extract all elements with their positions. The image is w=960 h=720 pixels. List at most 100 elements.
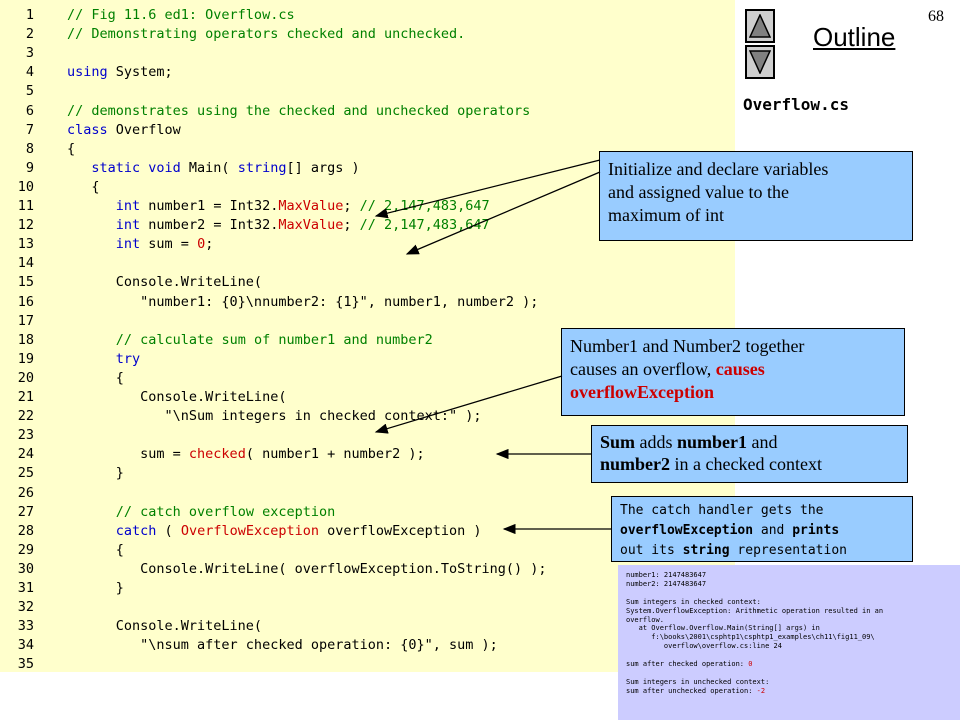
output-text: Sum integers in checked context: <box>626 597 761 606</box>
code-text: class Overflow <box>67 121 181 140</box>
code-text: using System; <box>67 63 173 82</box>
output-line: Sum integers in checked context: <box>626 598 761 607</box>
line-number: 7 <box>25 121 34 138</box>
up-arrow-icon <box>749 14 771 38</box>
line-number: 26 <box>17 484 34 501</box>
code-token: System; <box>107 64 173 81</box>
line-number: 4 <box>25 64 34 81</box>
line-number: 16 <box>17 293 34 310</box>
line-number: 28 <box>17 522 34 539</box>
output-line: at Overflow.Overflow.Main(String[] args)… <box>626 624 820 633</box>
code-text: // Demonstrating operators checked and u… <box>67 25 465 44</box>
code-token: { <box>67 541 124 558</box>
code-token: sum = <box>67 446 189 463</box>
code-token: static void <box>91 159 181 176</box>
callout-initialize-variables: Initialize and declare variables and ass… <box>599 151 913 241</box>
code-token: int <box>115 217 141 234</box>
code-text: Console.WriteLine( <box>67 273 262 292</box>
line-number: 33 <box>17 618 34 635</box>
code-text: // demonstrates using the checked and un… <box>67 102 530 121</box>
code-text: int sum = 0; <box>67 235 214 254</box>
output-text: overflow. <box>626 615 664 624</box>
code-token: ; <box>343 217 360 234</box>
output-value: -2 <box>756 686 766 695</box>
code-token: MaxValue <box>278 217 344 234</box>
code-text: { <box>67 369 124 388</box>
callout-text-line: Number1 and Number2 together <box>570 336 805 356</box>
code-token: using <box>67 64 108 81</box>
code-text: "\nSum integers in checked context:" ); <box>67 407 482 426</box>
arrow-to-number1 <box>374 159 601 219</box>
output-text: f:\books\2001\csphtp1\csphtp1_examples\c… <box>626 633 875 642</box>
output-line: number1: 2147483647 <box>626 571 706 580</box>
line-number: 18 <box>17 331 34 348</box>
code-token: Console.WriteLine( <box>67 274 263 291</box>
line-number: 30 <box>17 560 34 577</box>
line-number: 23 <box>17 427 34 444</box>
output-text: number2: 2147483647 <box>626 579 707 588</box>
callout-overflow: Number1 and Number2 together causes an o… <box>561 328 905 416</box>
output-text: sum after unchecked operation: <box>626 686 757 695</box>
line-number: 22 <box>17 408 34 425</box>
line-number: 13 <box>17 236 34 253</box>
code-token: } <box>67 580 124 596</box>
down-arrow-icon <box>749 50 771 74</box>
code-token: } <box>67 465 124 482</box>
line-number: 27 <box>17 503 34 520</box>
arrow-to-overflow-line <box>374 375 563 434</box>
code-token: { <box>67 369 124 386</box>
code-token: { <box>67 178 100 195</box>
code-token: class <box>67 121 108 138</box>
code-text: static void Main( string[] args ) <box>67 159 359 178</box>
line-number: 2 <box>25 26 34 43</box>
code-token: number1 = Int32. <box>140 198 279 214</box>
code-token: // 2,147,483,647 <box>359 198 490 214</box>
output-text: at Overflow.Overflow.Main(String[] args)… <box>626 624 820 633</box>
line-number: 12 <box>17 217 34 234</box>
code-text: { <box>67 140 75 159</box>
code-token: ( number1 + number2 ); <box>245 446 425 463</box>
callout-keyword: prints <box>792 523 840 538</box>
outline-link[interactable]: Outline <box>813 22 896 52</box>
code-text: sum = checked( number1 + number2 ); <box>67 445 425 464</box>
line-number: 6 <box>25 102 34 119</box>
code-token: { <box>67 140 76 157</box>
line-number: 5 <box>25 83 34 100</box>
callout-catch-handler: The catch handler gets the overflowExcep… <box>611 496 913 562</box>
output-line: number2: 2147483647 <box>626 580 706 589</box>
callout-text: in a checked context <box>670 454 822 474</box>
code-token: try <box>115 350 141 367</box>
code-token: Main( <box>180 159 238 176</box>
code-token: "number1: {0}\nnumber2: {1}", number1, n… <box>67 293 539 310</box>
line-number: 32 <box>17 599 34 616</box>
code-token: string <box>237 159 287 176</box>
code-token: // calculate sum of number1 and number2 <box>115 331 433 348</box>
code-text: // Fig 11.6 ed1: Overflow.cs <box>67 6 295 25</box>
next-slide-button[interactable] <box>745 45 775 79</box>
code-text: // catch overflow exception <box>67 503 335 522</box>
output-text: Sum integers in unchecked context: <box>626 677 770 686</box>
output-text: number1: 2147483647 <box>626 571 707 579</box>
line-number: 19 <box>17 350 34 367</box>
callout-text: and <box>747 432 778 452</box>
code-token: MaxValue <box>278 198 344 214</box>
line-number: 3 <box>25 45 34 62</box>
code-token: Console.WriteLine( overflowException.ToS… <box>67 560 547 577</box>
slide-number: 68 <box>928 8 944 25</box>
line-number: 1 <box>25 7 34 23</box>
code-text: Console.WriteLine( <box>67 388 286 407</box>
line-number: 29 <box>17 541 34 558</box>
output-text: System.OverflowException: Arithmetic ope… <box>626 606 884 615</box>
callout-text: adds <box>635 432 678 452</box>
code-token: "\nSum integers in checked context:" ); <box>67 408 482 425</box>
code-token: OverflowException <box>180 522 319 539</box>
code-token: checked <box>188 446 246 463</box>
output-text: sum after checked operation: <box>626 660 749 668</box>
file-name: Overflow.cs <box>743 95 849 114</box>
code-text: "\nsum after checked operation: {0}", su… <box>67 636 498 655</box>
code-text: // calculate sum of number1 and number2 <box>67 331 433 350</box>
code-text: catch ( OverflowException overflowExcept… <box>67 522 482 541</box>
code-text: Console.WriteLine( <box>67 617 262 636</box>
code-token: "\nsum after checked operation: {0}", su… <box>67 637 498 654</box>
previous-slide-button[interactable] <box>745 9 775 43</box>
